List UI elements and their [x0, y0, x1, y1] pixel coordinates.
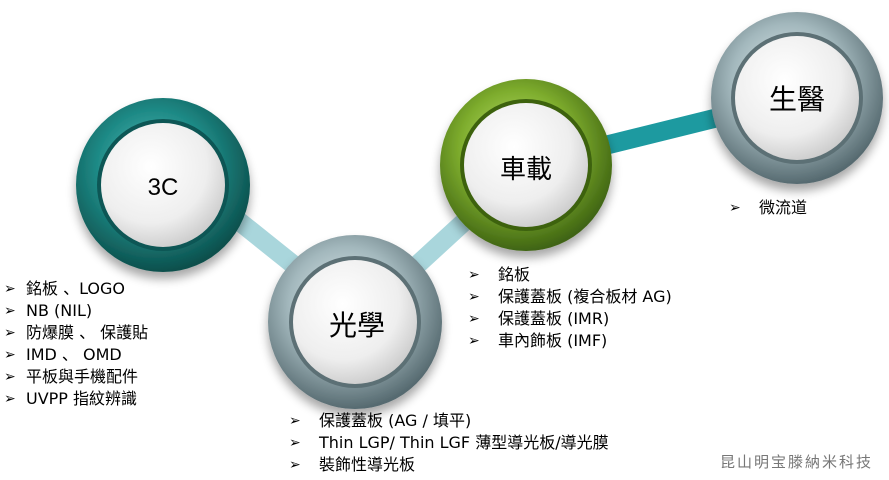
node-label-3c: 3C	[148, 174, 179, 201]
list-3c: ➢銘板 、LOGO ➢NB (NIL) ➢防爆膜 、 保護貼 ➢IMD 、 OM…	[4, 278, 148, 410]
list-item: ➢平板與手機配件	[4, 367, 139, 386]
list-item: ➢IMD 、 OMD	[4, 345, 122, 364]
list-item: ➢銘板 、LOGO	[4, 279, 126, 298]
list-item: ➢Thin LGP/ Thin LGF 薄型導光板/導光膜	[289, 433, 609, 452]
list-item: ➢防爆膜 、 保護貼	[4, 323, 149, 342]
node-auto	[440, 79, 612, 251]
node-bio	[711, 12, 883, 184]
company-name: 昆山明宝滕納米科技	[719, 453, 873, 471]
list-optics: ➢保護蓋板 (AG / 填平) ➢Thin LGP/ Thin LGF 薄型導光…	[289, 410, 609, 476]
list-item: ➢微流道	[729, 198, 808, 217]
bullet-arrow-icon: ➢	[468, 333, 480, 349]
node-label-auto: 車載	[500, 155, 552, 185]
bullet-arrow-icon: ➢	[468, 289, 480, 305]
list-item: ➢裝飾性導光板	[289, 455, 416, 474]
bullet-arrow-icon: ➢	[4, 325, 16, 341]
bullet-arrow-icon: ➢	[468, 311, 480, 327]
list-item: ➢NB (NIL)	[4, 301, 93, 320]
bullet-arrow-icon: ➢	[289, 435, 301, 451]
list-auto: ➢銘板 ➢保護蓋板 (複合板材 AG) ➢保護蓋板 (IMR) ➢車內飾板 (I…	[468, 264, 672, 352]
bullet-arrow-icon: ➢	[289, 457, 301, 473]
bullet-arrow-icon: ➢	[4, 303, 16, 319]
list-item: ➢保護蓋板 (複合板材 AG)	[468, 287, 672, 306]
bullet-arrow-icon: ➢	[4, 347, 16, 363]
list-bio: ➢微流道	[729, 197, 807, 219]
list-item: ➢UVPP 指紋辨識	[4, 389, 138, 408]
list-item: ➢保護蓋板 (IMR)	[468, 309, 610, 328]
node-label-bio: 生醫	[769, 83, 825, 116]
node-label-optics: 光學	[329, 309, 385, 342]
bullet-arrow-icon: ➢	[4, 391, 16, 407]
bullet-arrow-icon: ➢	[4, 369, 16, 385]
node-3c	[76, 98, 250, 272]
bullet-arrow-icon: ➢	[4, 281, 16, 297]
bullet-arrow-icon: ➢	[729, 200, 741, 216]
bullet-arrow-icon: ➢	[468, 267, 480, 283]
list-item: ➢保護蓋板 (AG / 填平)	[289, 411, 472, 430]
node-optics	[268, 235, 442, 409]
bullet-arrow-icon: ➢	[289, 413, 301, 429]
list-item: ➢車內飾板 (IMF)	[468, 331, 608, 350]
list-item: ➢銘板	[468, 265, 531, 284]
